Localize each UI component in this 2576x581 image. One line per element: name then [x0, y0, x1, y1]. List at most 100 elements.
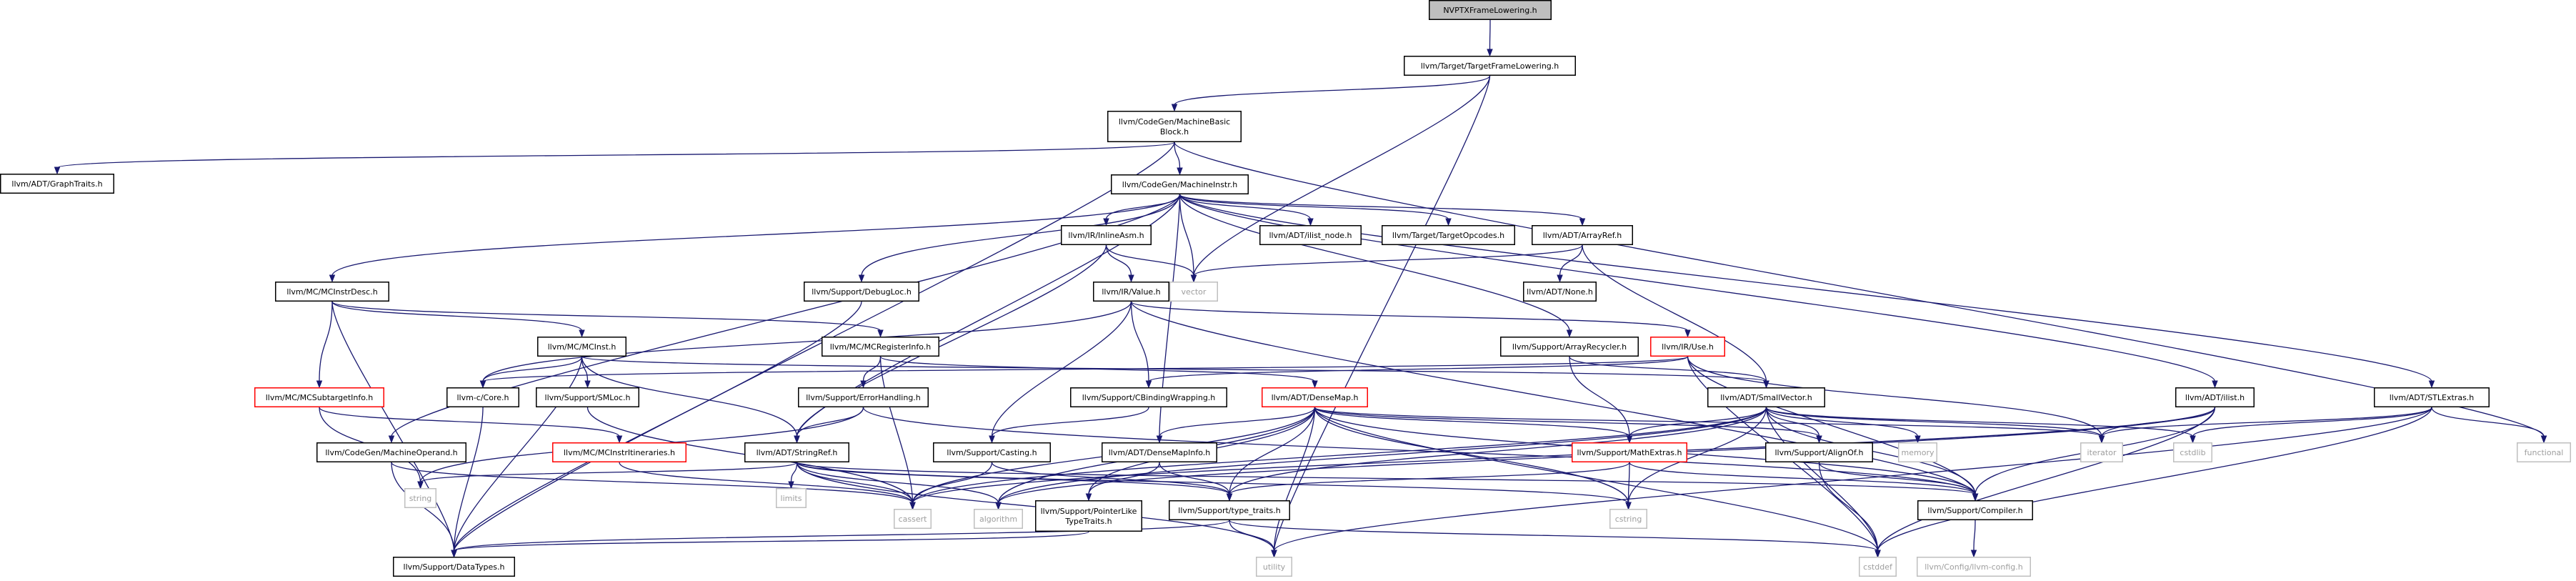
edge-use-to-cbw: [1145, 356, 1689, 389]
node-stlext[interactable]: llvm/ADT/STLExtras.h: [2374, 387, 2490, 407]
edge-mbb-to-mi: [1174, 141, 1183, 176]
node-mop[interactable]: llvm/CodeGen/MachineOperand.h: [316, 442, 466, 462]
node-mext[interactable]: llvm/Support/MathExtras.h: [1572, 442, 1687, 462]
node-compiler[interactable]: llvm/Support/Compiler.h: [1917, 500, 2033, 520]
node-dtypes[interactable]: llvm/Support/DataTypes.h: [393, 557, 515, 577]
node-mcsub[interactable]: llvm/MC/MCSubtargetInfo.h: [254, 387, 384, 407]
edge-use-to-ccore: [479, 356, 1689, 389]
edge-cbw-to-casting: [989, 407, 1149, 444]
node-mcitin[interactable]: llvm/MC/MCInstrItineraries.h: [552, 442, 687, 462]
node-label: llvm/MC/MCInstrItineraries.h: [564, 448, 675, 457]
node-label: llvm-c/Core.h: [457, 393, 509, 402]
node-label: llvm/ADT/ArrayRef.h: [1543, 231, 1622, 240]
edge-mext-to-cstring: [1625, 462, 1632, 510]
node-dbgloc[interactable]: llvm/Support/DebugLoc.h: [804, 282, 919, 302]
node-label: cstdlib: [2180, 448, 2205, 457]
node-svec[interactable]: llvm/ADT/SmallVector.h: [1707, 387, 1825, 407]
node-dmi[interactable]: llvm/ADT/DenseMapInfo.h: [1102, 442, 1217, 462]
edge-use-to-compiler: [1687, 356, 1979, 502]
node-label: llvm/ADT/STLExtras.h: [2390, 393, 2475, 402]
node-label: llvm/ADT/ilist.h: [2185, 393, 2245, 402]
node-mi[interactable]: llvm/CodeGen/MachineInstr.h: [1111, 174, 1249, 194]
edge-sref-to-limits: [788, 462, 798, 490]
edge-mop-to-cassert: [391, 462, 916, 510]
edge-dmap-to-mext: [1314, 407, 1633, 444]
edge-alignof-to-compiler: [1818, 462, 1979, 502]
node-aref[interactable]: llvm/ADT/ArrayRef.h: [1532, 225, 1633, 245]
edge-mi-to-stlext: [1179, 194, 2435, 389]
node-arec[interactable]: llvm/Support/ArrayRecycler.h: [1500, 337, 1639, 357]
node-tfl[interactable]: llvm/Target/TargetFrameLowering.h: [1404, 56, 1576, 76]
node-ttraits[interactable]: llvm/Support/type_traits.h: [1169, 500, 1290, 520]
node-ilist_node[interactable]: llvm/ADT/ilist_node.h: [1259, 225, 1362, 245]
edge-mcreg-to-errh: [860, 356, 882, 389]
node-label: llvm/CodeGen/MachineBasic: [1119, 117, 1230, 126]
node-utility: utility: [1256, 557, 1292, 577]
edge-ia-to-vector: [1105, 244, 1197, 283]
node-vector: vector: [1169, 282, 1218, 302]
node-label: iterator: [2087, 448, 2117, 457]
edge-arec-to-mext: [1569, 356, 1633, 444]
node-ilist[interactable]: llvm/ADT/ilist.h: [2175, 387, 2255, 407]
node-sref[interactable]: llvm/ADT/StringRef.h: [744, 442, 849, 462]
edge-stlext-to-cstdlib: [2190, 407, 2432, 444]
node-memory: memory: [1898, 442, 1937, 462]
edge-value-to-use: [1130, 301, 1691, 338]
edge-dmap-to-alignof: [1314, 407, 1822, 444]
node-label: llvm/CodeGen/MachineInstr.h: [1122, 180, 1237, 189]
node-label: utility: [1263, 562, 1286, 572]
node-label: TypeTraits.h: [1064, 517, 1112, 526]
node-use[interactable]: llvm/IR/Use.h: [1650, 337, 1725, 357]
edge-mcreg-to-dmap: [879, 356, 1318, 389]
edge-aref-to-vector: [1190, 244, 1583, 283]
node-mcreg[interactable]: llvm/MC/MCRegisterInfo.h: [822, 337, 939, 357]
node-dmap[interactable]: llvm/ADT/DenseMap.h: [1262, 387, 1368, 407]
node-label: llvm/Support/ArrayRecycler.h: [1512, 342, 1627, 352]
node-label: llvm/Support/ErrorHandling.h: [806, 393, 921, 402]
node-label: llvm/Support/PointerLike: [1041, 507, 1137, 516]
edge-mi-to-mop: [388, 194, 1181, 444]
node-label: NVPTXFrameLowering.h: [1443, 6, 1537, 15]
node-mcid[interactable]: llvm/MC/MCInstrDesc.h: [275, 282, 389, 302]
node-label: llvm/Support/SMLoc.h: [545, 393, 631, 402]
edge-dmi-to-pli: [1085, 462, 1160, 502]
edge-compiler-to-config: [1970, 520, 1977, 558]
node-label: cstddef: [1863, 562, 1893, 572]
edge-dmap-to-dmi: [1156, 407, 1316, 444]
node-casting[interactable]: llvm/Support/Casting.h: [933, 442, 1051, 462]
node-tgtop[interactable]: llvm/Target/TargetOpcodes.h: [1382, 225, 1515, 245]
node-ccore[interactable]: llvm-c/Core.h: [446, 387, 519, 407]
edge-mcid-to-mcsub: [316, 301, 333, 389]
edge-dmap-to-cstddef: [1314, 407, 1881, 558]
node-label: llvm/MC/MCSubtargetInfo.h: [266, 393, 374, 402]
node-gt[interactable]: llvm/ADT/GraphTraits.h: [0, 174, 114, 194]
edge-ia-to-value: [1105, 244, 1134, 283]
node-ia[interactable]: llvm/IR/InlineAsm.h: [1061, 225, 1152, 245]
node-alignof[interactable]: llvm/Support/AlignOf.h: [1765, 442, 1873, 462]
node-config: llvm/Config/llvm-config.h: [1917, 557, 2031, 577]
node-label: llvm/MC/MCRegisterInfo.h: [830, 342, 932, 352]
edge-ttraits-to-utility: [1229, 520, 1277, 558]
edge-mbb-to-functional: [1174, 141, 2547, 444]
node-mcinst[interactable]: llvm/MC/MCInst.h: [537, 337, 626, 357]
node-iterator: iterator: [2080, 442, 2123, 462]
node-errh[interactable]: llvm/Support/ErrorHandling.h: [798, 387, 929, 407]
node-functional: functional: [2517, 442, 2571, 462]
node-cstddef: cstddef: [1859, 557, 1897, 577]
edge-mcreg-to-cassert: [879, 356, 916, 510]
node-value[interactable]: llvm/IR/Value.h: [1093, 282, 1169, 302]
node-label: llvm/Target/TargetOpcodes.h: [1392, 231, 1504, 240]
node-none[interactable]: llvm/ADT/None.h: [1523, 282, 1597, 302]
node-cbw[interactable]: llvm/Support/CBindingWrapping.h: [1070, 387, 1227, 407]
node-cstdlib: cstdlib: [2173, 442, 2212, 462]
node-smloc[interactable]: llvm/Support/SMLoc.h: [536, 387, 639, 407]
node-label: llvm/MC/MCInst.h: [548, 342, 616, 352]
node-label: llvm/Config/llvm-config.h: [1924, 562, 2023, 572]
node-root[interactable]: NVPTXFrameLowering.h: [1429, 0, 1552, 20]
node-label: llvm/Support/DebugLoc.h: [812, 287, 912, 297]
node-cassert: cassert: [894, 509, 932, 529]
edge-stlext-to-utility: [1271, 407, 2432, 558]
